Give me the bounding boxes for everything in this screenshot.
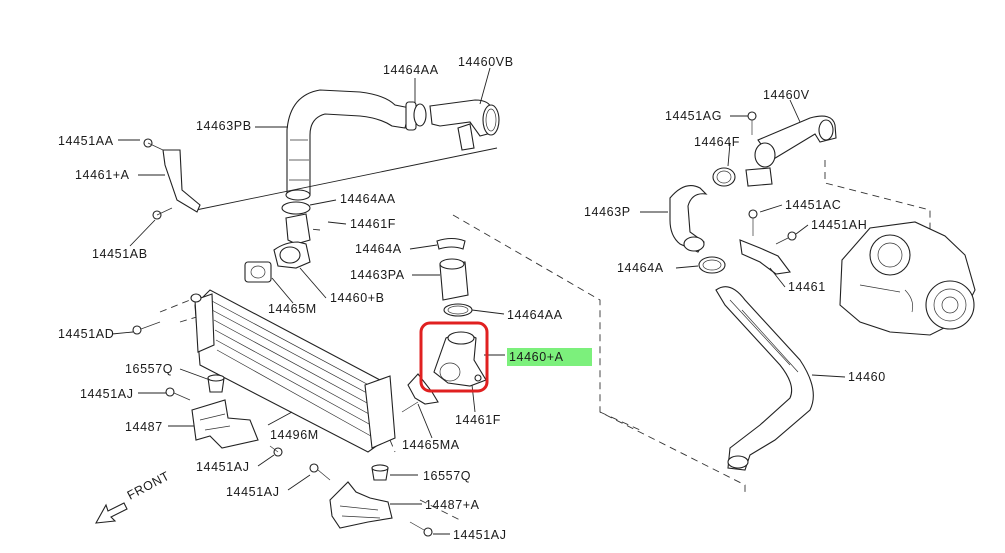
front-label: FRONT (125, 469, 172, 503)
label-14460V: 14460V (763, 88, 810, 102)
label-14451AA: 14451AA (58, 134, 114, 148)
part-labels: 14464AA 14460VB 14463PB 14451AA 14461+A … (58, 55, 886, 542)
label-14460B: 14460+B (330, 291, 385, 305)
label-14464AA-low: 14464AA (507, 308, 563, 322)
label-14487: 14487 (125, 420, 163, 434)
label-14465MA: 14465MA (402, 438, 460, 452)
label-14461: 14461 (788, 280, 826, 294)
label-16557Q-left: 16557Q (125, 362, 173, 376)
label-14460A: 14460+A (509, 350, 564, 364)
upper-duct-assembly (195, 89, 500, 283)
label-14464AA-top: 14464AA (383, 63, 439, 77)
label-14451AD: 14451AD (58, 327, 114, 341)
label-14451AJ-right: 14451AJ (453, 528, 507, 542)
label-14451AH: 14451AH (811, 218, 867, 232)
label-14451AJ-mid: 14451AJ (196, 460, 250, 474)
label-14464F: 14464F (694, 135, 740, 149)
selected-part-highlight-box (419, 321, 489, 393)
label-14451AG: 14451AG (665, 109, 722, 123)
label-14460VB: 14460VB (458, 55, 514, 69)
front-arrow: FRONT (95, 469, 172, 524)
label-14463PB: 14463PB (196, 119, 252, 133)
label-14451AC: 14451AC (785, 198, 841, 212)
bracket-14461A (143, 138, 201, 220)
label-14460: 14460 (848, 370, 886, 384)
selected-label-highlight (507, 348, 592, 366)
label-14464AA-mid: 14464AA (340, 192, 396, 206)
label-14496M: 14496M (270, 428, 319, 442)
highlight (419, 321, 592, 393)
label-14464A-mid: 14464A (355, 242, 402, 256)
label-14451AJ-left: 14451AJ (80, 387, 134, 401)
label-14463P: 14463P (584, 205, 631, 219)
left-hardware (132, 321, 283, 457)
leader-lines (111, 67, 846, 535)
label-14465M: 14465M (268, 302, 317, 316)
lower-right-hardware (309, 463, 433, 537)
label-14461F-low: 14461F (455, 413, 501, 427)
label-14487A: 14487+A (425, 498, 480, 512)
intercooler-14496M (190, 289, 396, 453)
label-14451AB: 14451AB (92, 247, 148, 261)
label-14461F-top: 14461F (350, 217, 396, 231)
center-parts (401, 237, 487, 413)
label-16557Q-right: 16557Q (423, 469, 471, 483)
label-14451AJ-low: 14451AJ (226, 485, 280, 499)
label-14461A: 14461+A (75, 168, 130, 182)
label-14464A-right: 14464A (617, 261, 664, 275)
label-14463PA: 14463PA (350, 268, 405, 282)
right-assembly (669, 111, 976, 471)
